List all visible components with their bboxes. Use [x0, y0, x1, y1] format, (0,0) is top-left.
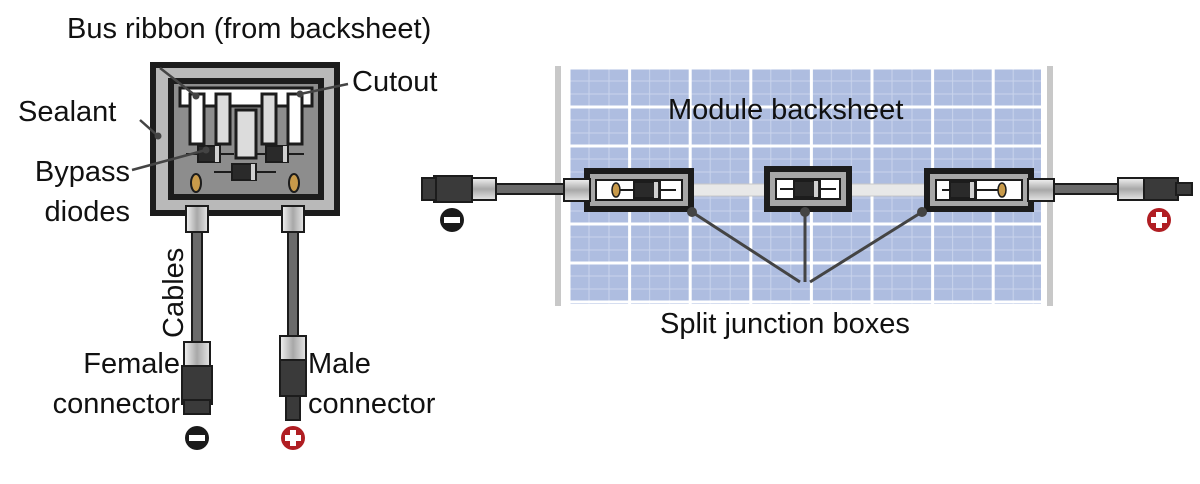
minus-icon-right-view — [440, 208, 464, 232]
label-bypass-line2: diodes — [44, 196, 130, 228]
split-junction-box-right — [924, 168, 1055, 212]
plus-icon-right-view — [1147, 208, 1171, 232]
label-cutout: Cutout — [352, 66, 438, 98]
label-female-line1: Female — [83, 348, 180, 380]
label-female-line2: connector — [52, 388, 180, 420]
module-backsheet-view — [421, 66, 1193, 306]
plus-icon — [281, 426, 305, 450]
male-connector-horizontal — [1117, 177, 1193, 201]
cable-glands — [185, 205, 305, 233]
label-cables: Cables — [158, 247, 190, 338]
label-bypass-line1: Bypass — [34, 156, 130, 188]
label-sealant: Sealant — [18, 96, 117, 128]
junction-box-detail — [131, 62, 349, 450]
female-connector-horizontal — [421, 175, 497, 203]
label-module-backsheet: Module backsheet — [668, 94, 904, 126]
cables — [191, 231, 299, 343]
cutout-slot — [178, 86, 314, 108]
label-bus-ribbon: Bus ribbon (from backsheet) — [67, 13, 432, 45]
male-connector — [279, 335, 307, 421]
minus-icon — [185, 426, 209, 450]
label-split-junction-boxes: Split junction boxes — [660, 308, 910, 340]
female-connector — [181, 341, 213, 415]
split-junction-box-middle — [764, 166, 852, 212]
label-male-line1: Male — [308, 348, 371, 380]
split-junction-box-left — [563, 168, 694, 212]
label-male-line2: connector — [308, 388, 436, 420]
leader-lines-right — [691, 210, 923, 284]
leader-lines-left — [131, 67, 349, 172]
